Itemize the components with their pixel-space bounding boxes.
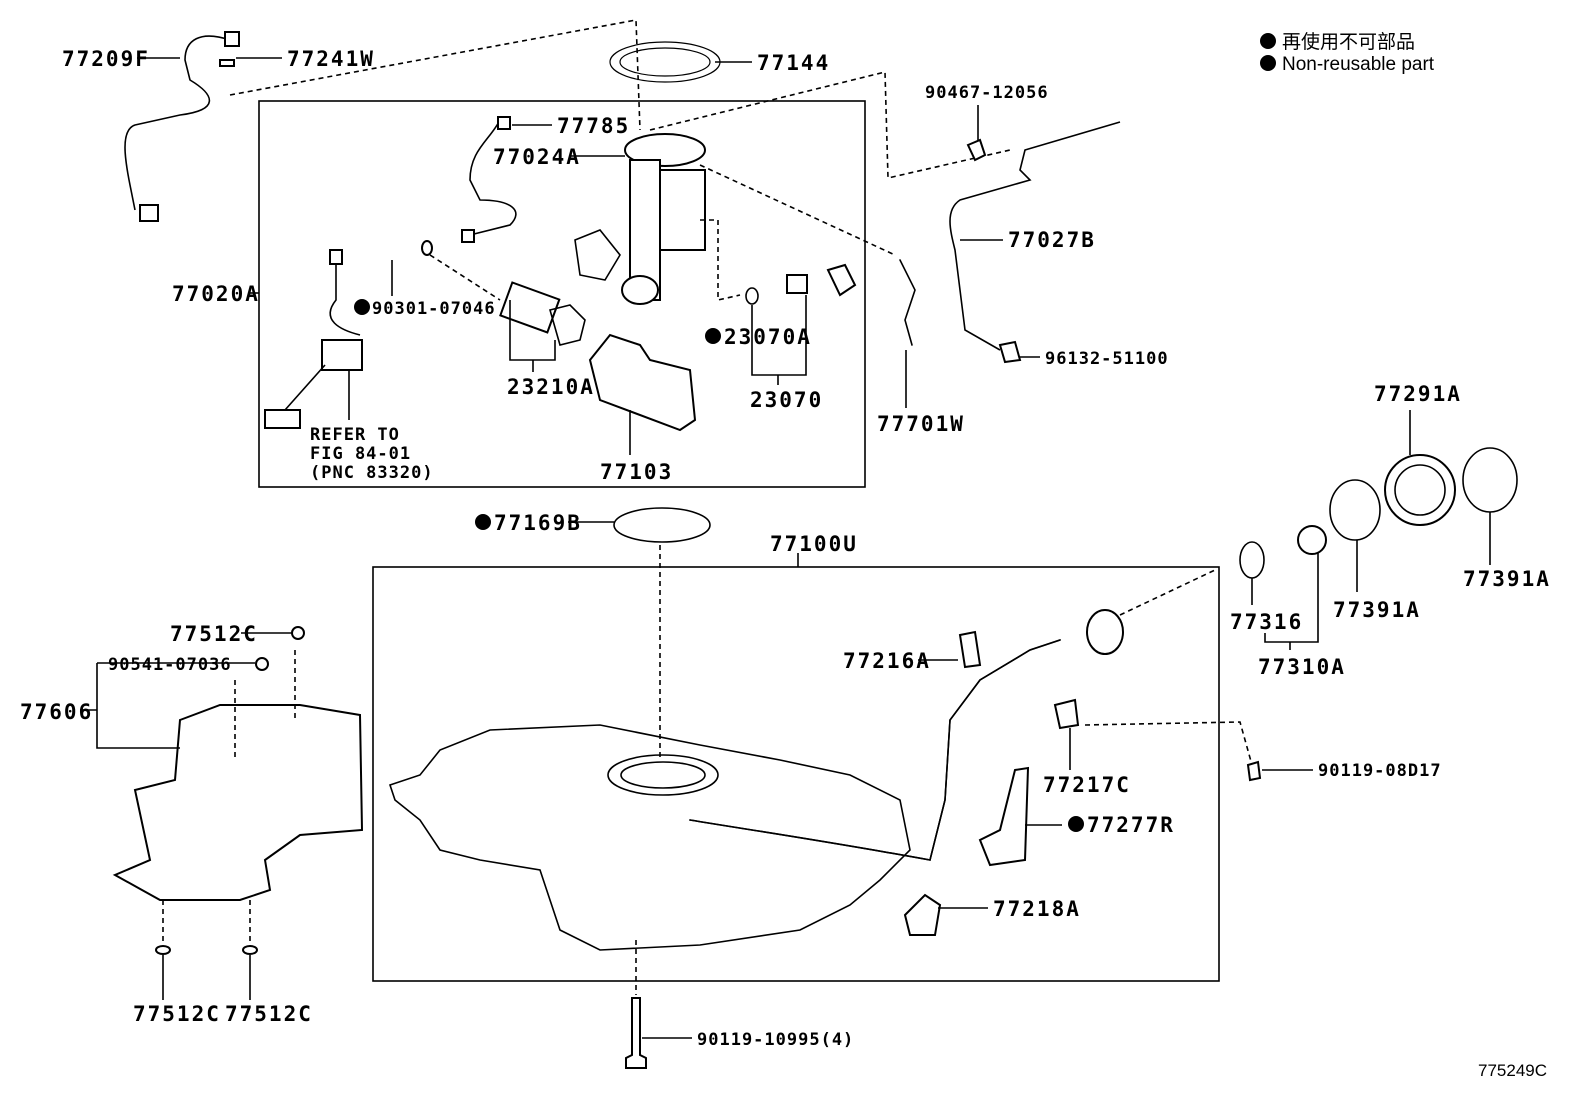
refer-note: (PNC 83320) bbox=[310, 463, 434, 483]
dashed-guide bbox=[700, 219, 741, 302]
fuel-filter-77103 bbox=[588, 333, 697, 432]
part-label: 90301-07046 bbox=[372, 299, 496, 319]
clip-77512C bbox=[291, 626, 305, 640]
part-label: 77024A bbox=[493, 145, 581, 169]
fuel-sender-gauge bbox=[264, 249, 363, 429]
leader-lines bbox=[80, 57, 1491, 1039]
gasket-77169B bbox=[613, 507, 711, 543]
non-reusable-dot-icon bbox=[1260, 55, 1276, 71]
legend-en: Non-reusable part bbox=[1282, 54, 1435, 75]
wire-harness-77209F bbox=[124, 31, 240, 222]
part-label: 77217C bbox=[1043, 773, 1131, 797]
hose-77701W bbox=[899, 259, 916, 346]
fuel-tank-77100U bbox=[388, 724, 911, 951]
part-label: 77512C bbox=[133, 1002, 221, 1026]
clip-77512C bbox=[242, 945, 258, 955]
non-reusable-dot-icon bbox=[354, 299, 370, 315]
part-label: 77391A bbox=[1463, 567, 1551, 591]
part-label: 77512C bbox=[170, 622, 258, 646]
part-label: 77209F bbox=[62, 47, 150, 71]
part-label: 90119-10995(4) bbox=[697, 1030, 854, 1050]
part-label: 77027B bbox=[1008, 228, 1096, 252]
part-label: 77391A bbox=[1333, 598, 1421, 622]
gasket-77316 bbox=[1239, 541, 1265, 579]
part-label: 77169B bbox=[494, 511, 582, 535]
protector-77277R bbox=[978, 766, 1030, 867]
non-reusable-dot-icon bbox=[475, 514, 491, 530]
part-label: 77512C bbox=[225, 1002, 313, 1026]
part-label: 77103 bbox=[600, 460, 673, 484]
part-label: 77020A bbox=[172, 282, 260, 306]
clip bbox=[826, 263, 857, 297]
part-label: 23070A bbox=[724, 325, 812, 349]
pump-assembly-box bbox=[258, 100, 866, 488]
tank-protector-77606 bbox=[112, 704, 364, 901]
part-label: 77316 bbox=[1230, 610, 1303, 634]
part-label: 90541-07036 bbox=[108, 655, 232, 675]
part-label: 23070 bbox=[750, 388, 823, 412]
part-label: 77291A bbox=[1374, 382, 1462, 406]
part-label: 77606 bbox=[20, 700, 93, 724]
part-label: 77310A bbox=[1258, 655, 1346, 679]
clamp-77218A bbox=[903, 893, 942, 936]
filler-neck bbox=[1086, 609, 1124, 655]
breather-tube-77027B bbox=[949, 121, 1121, 351]
part-label: 77701W bbox=[877, 412, 965, 436]
clip-77241W bbox=[219, 59, 235, 67]
clamp-90467 bbox=[966, 138, 987, 162]
fuel-pump-23210A bbox=[499, 281, 586, 346]
dashed-guide bbox=[1084, 721, 1253, 766]
o-ring-23070A bbox=[745, 287, 759, 305]
clip-90541 bbox=[255, 657, 269, 671]
legend-jp: 再使用不可部品 bbox=[1282, 31, 1415, 53]
part-label: 77100U bbox=[770, 532, 858, 556]
legend: 再使用不可部品 Non-reusable part bbox=[1260, 31, 1435, 75]
dashed-guide bbox=[229, 19, 641, 131]
connector bbox=[461, 229, 475, 243]
dashed-guide bbox=[1119, 569, 1216, 616]
sub-wire-77785 bbox=[469, 119, 517, 236]
part-label: 90119-08D17 bbox=[1318, 761, 1442, 781]
clamp-77216A bbox=[958, 630, 982, 669]
clamp-96132 bbox=[998, 340, 1022, 364]
bolt-90119-10995 bbox=[625, 997, 647, 1069]
tank-assembly-box bbox=[372, 566, 1220, 982]
non-reusable-dot-icon bbox=[1068, 816, 1084, 832]
non-reusable-dot-icon bbox=[705, 328, 721, 344]
part-label: 77218A bbox=[993, 897, 1081, 921]
part-label: 77277R bbox=[1087, 813, 1175, 837]
part-label: 96132-51100 bbox=[1045, 349, 1169, 369]
retainer-ring-77144 bbox=[609, 41, 721, 83]
refer-note: REFER TO bbox=[310, 425, 400, 445]
part-label: 77216A bbox=[843, 649, 931, 673]
connector bbox=[497, 116, 511, 130]
part-label: 77144 bbox=[757, 51, 830, 75]
fuel-pump-module-77024A bbox=[574, 133, 706, 305]
part-label: 77241W bbox=[287, 47, 375, 71]
non-reusable-dot-icon bbox=[1260, 33, 1276, 49]
figure-code: 775249C bbox=[1478, 1061, 1547, 1080]
part-label: 90467-12056 bbox=[925, 83, 1049, 103]
part-labels: 77209F 77241W 77144 90467-12056 77785 77… bbox=[20, 47, 1551, 1080]
refer-note: FIG 84-01 bbox=[310, 444, 411, 464]
bracket-77217C bbox=[1053, 698, 1080, 730]
gasket-77391A bbox=[1329, 479, 1381, 541]
gasket-77391A bbox=[1462, 447, 1518, 513]
dashed-guide bbox=[649, 70, 1011, 179]
dashed-guide bbox=[429, 254, 501, 301]
bolt-90119-08D17 bbox=[1246, 760, 1262, 782]
regulator-23070 bbox=[786, 274, 808, 294]
lock-nut-77310A bbox=[1297, 525, 1327, 555]
clip-77512C bbox=[155, 945, 171, 955]
o-ring-90301 bbox=[421, 240, 433, 256]
part-label: 23210A bbox=[507, 375, 595, 399]
part-label: 77785 bbox=[557, 114, 630, 138]
